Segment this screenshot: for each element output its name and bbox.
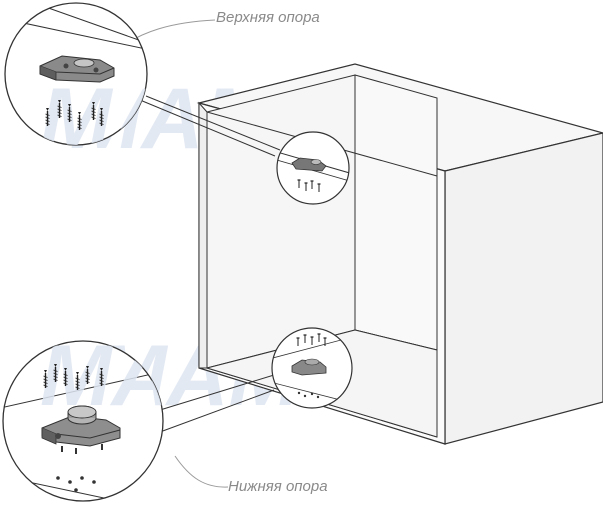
- bottom-support-part: [41, 405, 121, 454]
- top-support-part: [39, 55, 115, 83]
- cabinet: [196, 63, 603, 445]
- cabinet-inner-right: [354, 74, 438, 351]
- top-support-callout: MAM: [4, 2, 148, 146]
- cabinet-right-side: [444, 132, 603, 445]
- cabinet-top-support-detail: [276, 131, 350, 205]
- cabinet-bottom-support-detail: [271, 327, 353, 409]
- top-support-label: Верхняя опора: [216, 9, 320, 26]
- cabinet-inner-left: [198, 101, 208, 369]
- leader-lines: [139, 95, 281, 433]
- bottom-support-label: Нижняя опора: [228, 478, 328, 495]
- bottom-support-callout: MAM: [2, 340, 164, 502]
- cabinet-back-wall: [206, 74, 356, 369]
